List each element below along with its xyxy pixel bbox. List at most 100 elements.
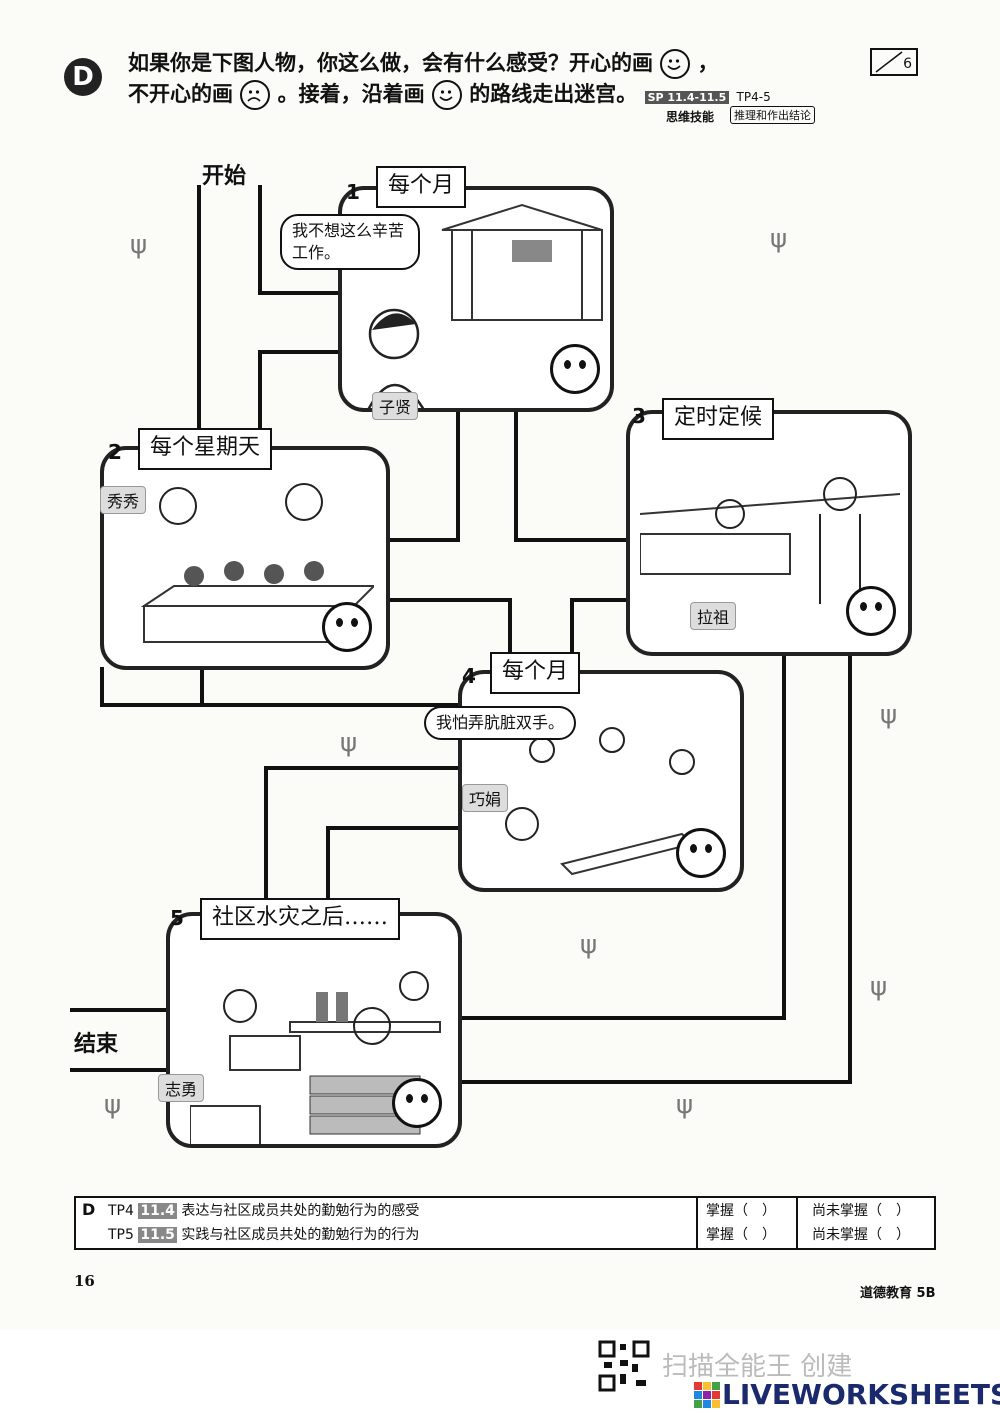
maze-path xyxy=(570,598,574,660)
maze-path xyxy=(258,291,340,295)
smile-face-icon-2 xyxy=(431,80,462,110)
maze-panel-5 xyxy=(166,912,462,1148)
maze-path xyxy=(100,667,104,707)
maze-path xyxy=(514,412,518,542)
maze-path xyxy=(100,703,460,707)
maze-path xyxy=(456,412,460,542)
panel-1-number: 1 xyxy=(346,180,360,204)
row-1-tp: TP4 xyxy=(108,1203,134,1219)
question-comma: ， xyxy=(697,51,719,75)
sp-reference: SP 11.4-11.5 xyxy=(644,91,730,104)
scan-watermark: 扫描全能王 创建 xyxy=(662,1352,853,1382)
maze-path xyxy=(70,1008,170,1012)
maze-feeling-face-3[interactable] xyxy=(846,586,896,636)
maze-path xyxy=(460,1016,786,1020)
row-2-not-mastered[interactable]: 尚未掌握（ ） xyxy=(812,1227,910,1243)
row-2-tp: TP5 xyxy=(108,1227,134,1243)
row-1-not-mastered[interactable]: 尚未掌握（ ） xyxy=(812,1203,910,1219)
pavilion-illustration xyxy=(441,203,603,321)
maze-path xyxy=(258,185,262,295)
page-number: 16 xyxy=(74,1272,95,1290)
skill-tag: 推理和作出结论 xyxy=(730,106,815,124)
panel-3-title: 定时定候 xyxy=(662,398,775,440)
assessment-table: D TP4 11.4 表达与社区成员共处的勤勉行为的感受 TP5 11.5 实践… xyxy=(74,1196,936,1250)
maze-path xyxy=(197,185,201,447)
maze-path xyxy=(848,650,852,1084)
panel-1-title: 每个月 xyxy=(376,166,467,208)
maze-path xyxy=(258,350,340,354)
maze-feeling-face-1[interactable] xyxy=(550,344,600,394)
smile-face-icon xyxy=(660,49,691,79)
maze-end-label: 结束 xyxy=(74,1032,119,1057)
maze-feeling-face-2[interactable] xyxy=(322,602,372,652)
grass-icon: ψ xyxy=(880,700,898,730)
maze-path xyxy=(200,655,204,707)
panel-2-number: 2 xyxy=(108,440,122,464)
panel-3-name-tag: 拉祖 xyxy=(690,602,737,630)
grass-icon: ψ xyxy=(130,230,148,260)
maze-path xyxy=(326,826,330,906)
grass-icon: ψ xyxy=(870,972,888,1002)
liveworksheets-logo-icon xyxy=(694,1382,720,1408)
row-2-text: 实践与社区成员共处的勤勉行为的行为 xyxy=(181,1227,420,1243)
book-title: 道德教育 5B xyxy=(860,1286,936,1301)
row-2-mastered[interactable]: 掌握（ ） xyxy=(706,1227,776,1243)
score-box: 6 xyxy=(870,48,918,76)
maze-path xyxy=(514,538,634,542)
maze-panel-4 xyxy=(458,670,744,892)
branding-strip xyxy=(0,1330,1000,1413)
panel-4-speech-bubble: 我怕弄肮脏双手。 xyxy=(424,706,577,740)
panel-5-title: 社区水灾之后…… xyxy=(200,898,401,940)
maze-path xyxy=(258,350,262,450)
assessment-label: D xyxy=(82,1200,96,1219)
skill-label: 思维技能 xyxy=(666,110,715,124)
row-1-code: 11.4 xyxy=(138,1203,177,1219)
question-line1: 如果你是下图人物，你这么做，会有什么感受？开心的画 xyxy=(128,51,653,75)
question-text: 如果你是下图人物，你这么做，会有什么感受？开心的画 ， 不开心的画 。接着，沿着… xyxy=(128,48,868,113)
tp-reference: TP4-5 xyxy=(736,90,771,104)
qr-code-icon xyxy=(598,1340,650,1392)
liveworksheets-logo-text: LIVEWORKSHEETS xyxy=(722,1378,1000,1411)
assessment-row-2: TP5 11.5 实践与社区成员共处的勤勉行为的行为 xyxy=(108,1224,419,1244)
panel-3-number: 3 xyxy=(632,404,646,428)
panel-1-speech-bubble: 我不想这么辛苦工作。 xyxy=(280,214,420,270)
panel-5-name-tag: 志勇 xyxy=(158,1074,205,1102)
grass-icon: ψ xyxy=(770,224,788,254)
maze-path xyxy=(264,766,268,906)
row-1-text: 表达与社区成员共处的勤勉行为的感受 xyxy=(181,1203,420,1219)
maze-path xyxy=(70,1068,170,1072)
grass-icon: ψ xyxy=(580,930,598,960)
row-2-code: 11.5 xyxy=(138,1227,177,1243)
panel-4-name-tag: 巧娟 xyxy=(462,784,509,812)
maze-feeling-face-4[interactable] xyxy=(676,828,726,878)
maze-path xyxy=(460,1080,852,1084)
panel-2-name-tag: 秀秀 xyxy=(100,486,147,514)
maze-feeling-face-5[interactable] xyxy=(392,1078,442,1128)
panel-4-title: 每个月 xyxy=(490,652,581,694)
grass-icon: ψ xyxy=(104,1090,122,1120)
table-divider xyxy=(696,1198,698,1248)
question-line2a: 不开心的画 xyxy=(128,82,233,106)
maze-path xyxy=(326,826,460,830)
grass-icon: ψ xyxy=(676,1090,694,1120)
maze-path xyxy=(508,598,512,660)
boy-zixian-illustration xyxy=(367,308,425,408)
panel-1-name-tag: 子贤 xyxy=(372,392,419,420)
maze-path xyxy=(390,598,512,602)
panel-2-title: 每个星期天 xyxy=(138,428,273,470)
table-divider xyxy=(796,1198,798,1248)
row-1-mastered[interactable]: 掌握（ ） xyxy=(706,1203,776,1219)
panel-5-number: 5 xyxy=(170,906,184,930)
grass-icon: ψ xyxy=(340,728,358,758)
section-badge: D xyxy=(64,58,102,96)
question-line2c: 的路线走出迷宫。 xyxy=(469,82,638,106)
assessment-row-1: TP4 11.4 表达与社区成员共处的勤勉行为的感受 xyxy=(108,1200,419,1220)
maze-path xyxy=(390,538,460,542)
maze-path xyxy=(782,650,786,1020)
maze-start-label: 开始 xyxy=(202,164,247,189)
frown-face-icon xyxy=(240,80,271,110)
maze-panel-3 xyxy=(626,410,912,656)
score-total: 6 xyxy=(903,56,912,72)
question-line2b: 。接着，沿着画 xyxy=(277,82,425,106)
